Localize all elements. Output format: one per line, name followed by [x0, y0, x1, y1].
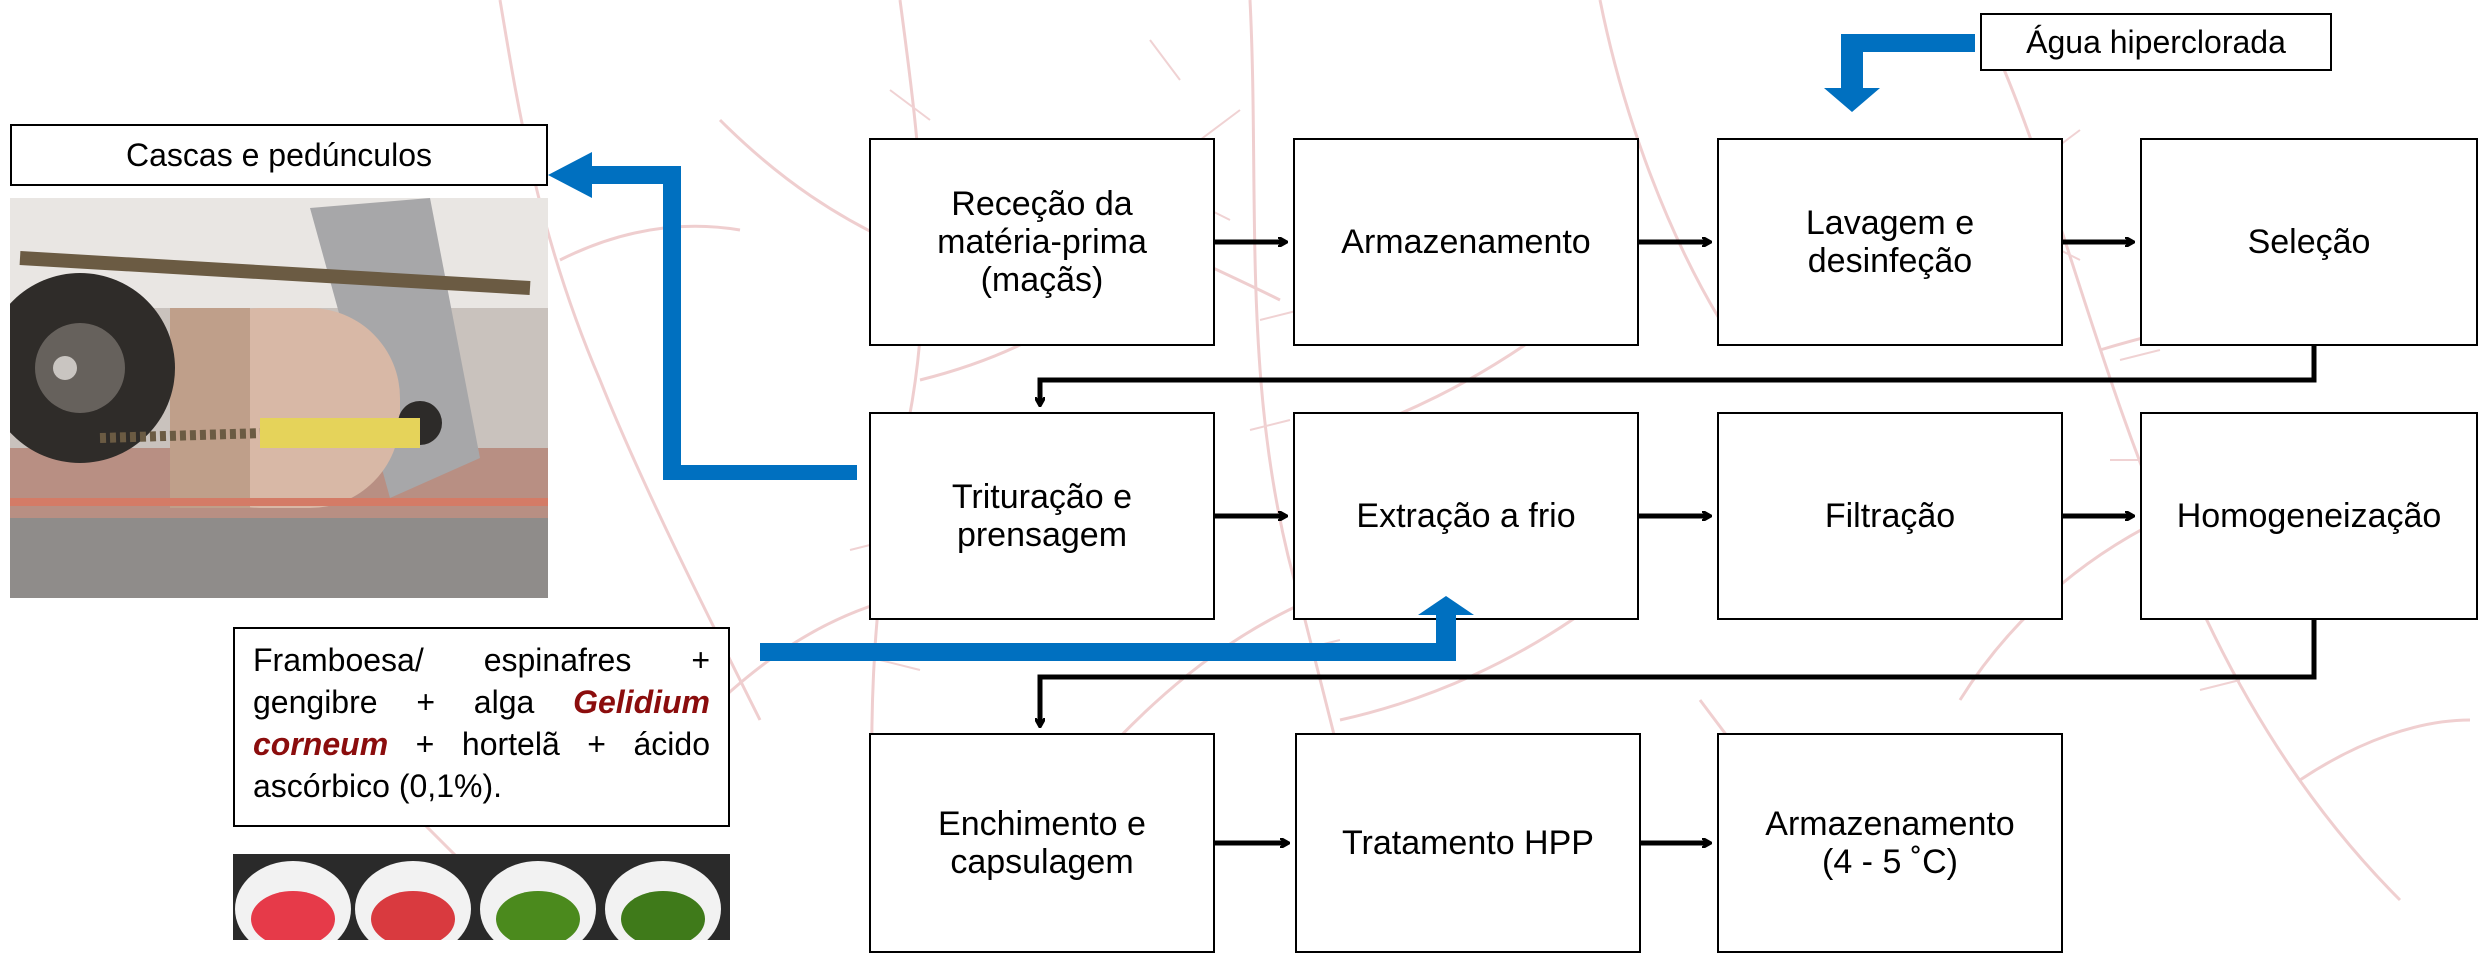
step-trituracao: Trituração e prensagem — [869, 412, 1215, 620]
ingredients-species: Gelidium corneum — [253, 684, 710, 762]
step-armazenamento: Armazenamento — [1293, 138, 1639, 346]
step-enchimento: Enchimento e capsulagem — [869, 733, 1215, 953]
ingredients-text-1: Framboesa/ espinafres + gengibre + alga — [253, 642, 710, 720]
juice-cups-photo — [233, 854, 730, 940]
peeling-machine-photo — [10, 198, 548, 598]
input-ingredients: Framboesa/ espinafres + gengibre + alga … — [233, 627, 730, 827]
step-homogeneizacao: Homogeneização — [2140, 412, 2478, 620]
input-agua-hiperclorada: Água hiperclorada — [1980, 13, 2332, 71]
step-armazenamento-final: Armazenamento (4 - 5 ˚C) — [1717, 733, 2063, 953]
step-tratamento: Tratamento HPP — [1295, 733, 1641, 953]
output-cascas-pedunculos: Cascas e pedúnculos — [10, 124, 548, 186]
step-lavagem: Lavagem e desinfeção — [1717, 138, 2063, 346]
step-extracao: Extração a frio — [1293, 412, 1639, 620]
step-rececao: Receção da matéria-prima (maçãs) — [869, 138, 1215, 346]
step-filtracao: Filtração — [1717, 412, 2063, 620]
ingredients-text-2: + hortelã + ácido ascórbico (0,1%). — [253, 726, 710, 804]
step-selecao: Seleção — [2140, 138, 2478, 346]
